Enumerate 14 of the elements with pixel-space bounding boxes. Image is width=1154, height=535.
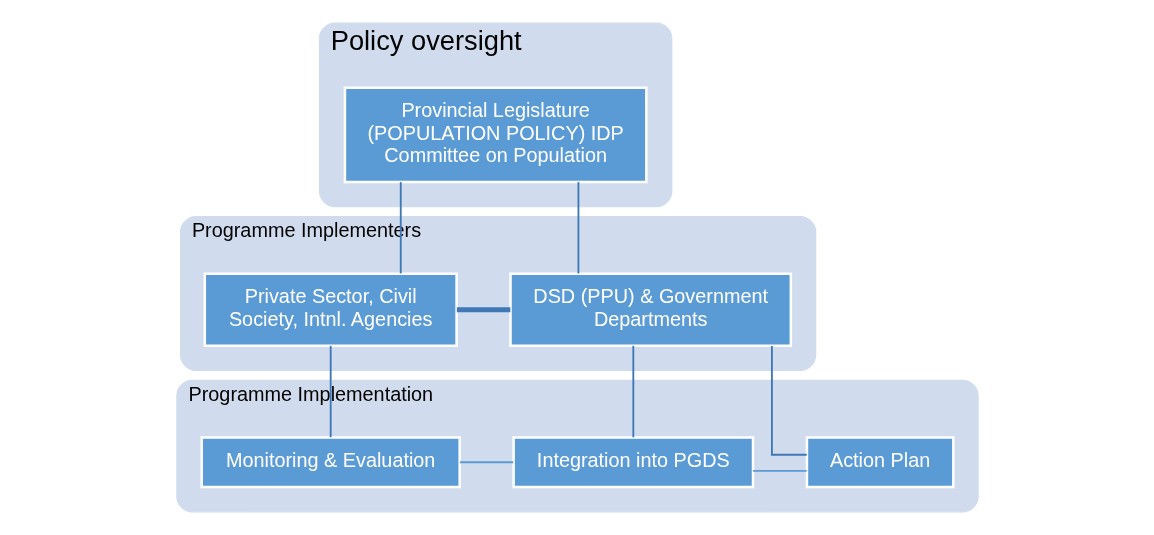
- connector: [329, 344, 332, 439]
- node-box: Monitoring & Evaluation: [199, 436, 461, 489]
- connector: [631, 344, 634, 439]
- connector: [751, 470, 808, 472]
- node-box: DSD (PPU) & Government Departments: [508, 272, 792, 347]
- node-box: Provincial Legislature (POPULATION POLICY) IDP Committee on Population: [343, 86, 648, 184]
- connector: [458, 461, 514, 464]
- node-box: Integration into PGDS: [511, 436, 754, 489]
- connector: [577, 181, 579, 275]
- connector: [770, 345, 808, 456]
- node-box: Action Plan: [805, 436, 955, 489]
- node-box: Private Sector, Civil Society, Intnl. Agencies: [203, 272, 458, 347]
- connector: [456, 307, 510, 313]
- connector: [399, 181, 402, 275]
